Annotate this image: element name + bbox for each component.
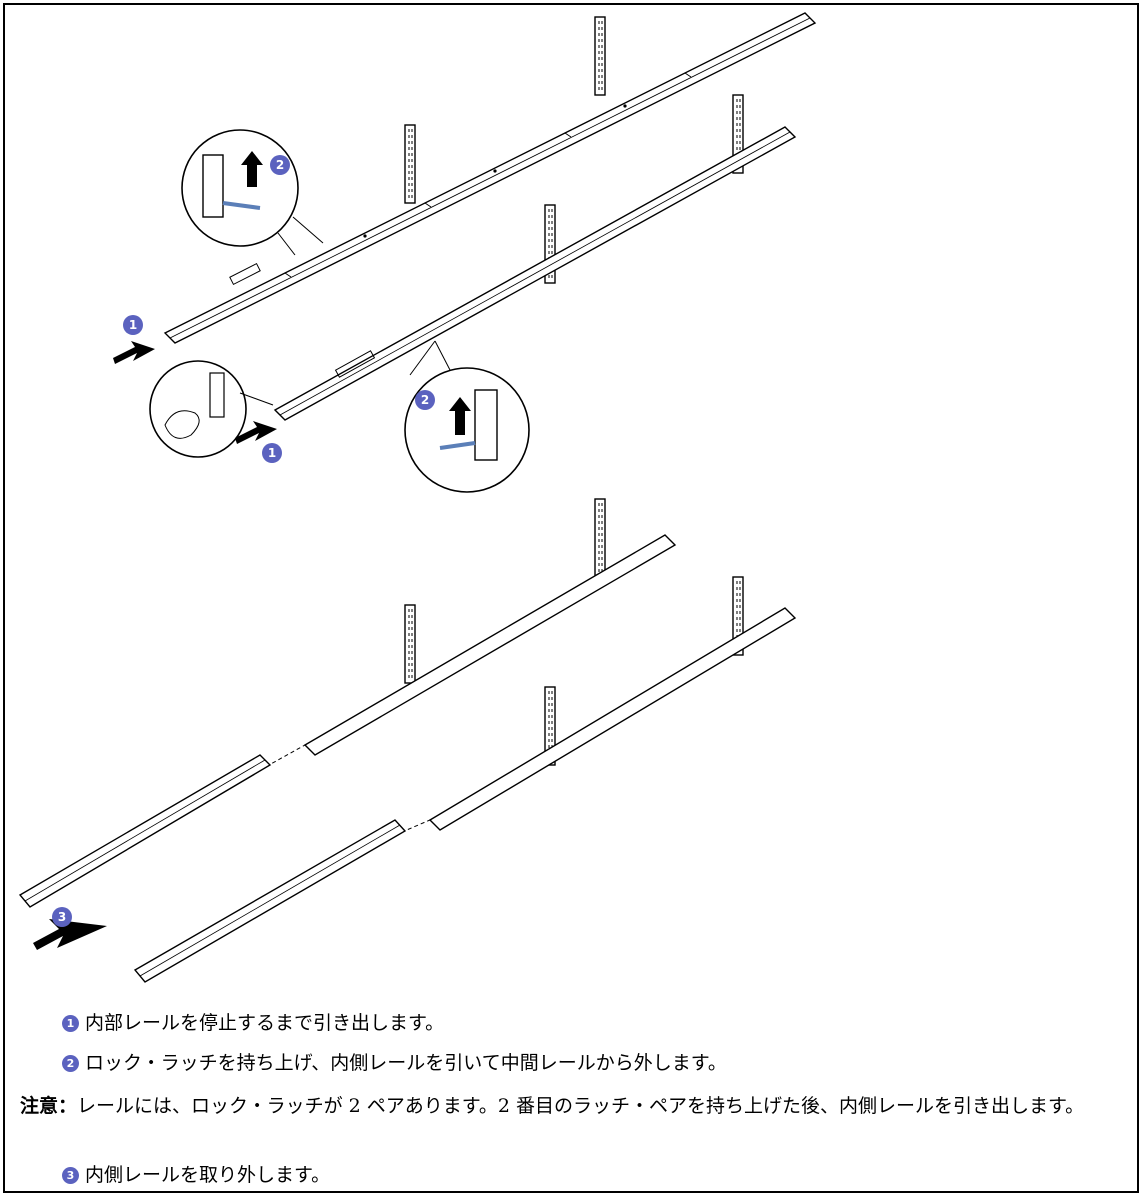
- svg-text:3: 3: [58, 910, 66, 924]
- step-3-number: 3: [62, 1166, 79, 1184]
- step-1-number: 1: [62, 1014, 79, 1032]
- step-2: 2 ロック・ラッチを持ち上げ、内側レールを引いて中間レールから外します。: [62, 1050, 727, 1076]
- lower-scene: 3: [18, 498, 797, 983]
- content-frame: [3, 3, 1139, 1193]
- step-2-text: ロック・ラッチを持ち上げ、内側レールを引いて中間レールから外します。: [85, 1052, 727, 1074]
- callout-2-a: 2: [270, 155, 290, 175]
- svg-text:1: 1: [268, 446, 276, 460]
- svg-text:2: 2: [421, 393, 429, 407]
- step-1: 1 内部レールを停止するまで引き出します。: [62, 1010, 444, 1036]
- callout-1-b: 1: [262, 443, 282, 463]
- callout-1-a: 1: [123, 315, 143, 335]
- caution-note: 注意：レールには、ロック・ラッチが 2 ペアあります。2 番目のラッチ・ペアを持…: [20, 1092, 1120, 1120]
- step-2-number: 2: [62, 1054, 79, 1072]
- step-1-text: 内部レールを停止するまで引き出します。: [85, 1012, 445, 1034]
- step-3: 3 内側レールを取り外します。: [62, 1162, 330, 1188]
- step-3-text: 内側レールを取り外します。: [85, 1164, 331, 1186]
- upper-scene: 1 1 2 2: [113, 12, 816, 493]
- caution-label: 注意：: [20, 1095, 78, 1117]
- rail-removal-illustration: 1 1 2 2 3: [18, 12, 816, 983]
- caution-text: レールには、ロック・ラッチが 2 ペアあります。2 番目のラッチ・ペアを持ち上げ…: [77, 1095, 1085, 1117]
- svg-text:1: 1: [129, 318, 137, 332]
- svg-text:2: 2: [276, 158, 284, 172]
- callout-3: 3: [52, 907, 72, 927]
- callout-2-b: 2: [415, 390, 435, 410]
